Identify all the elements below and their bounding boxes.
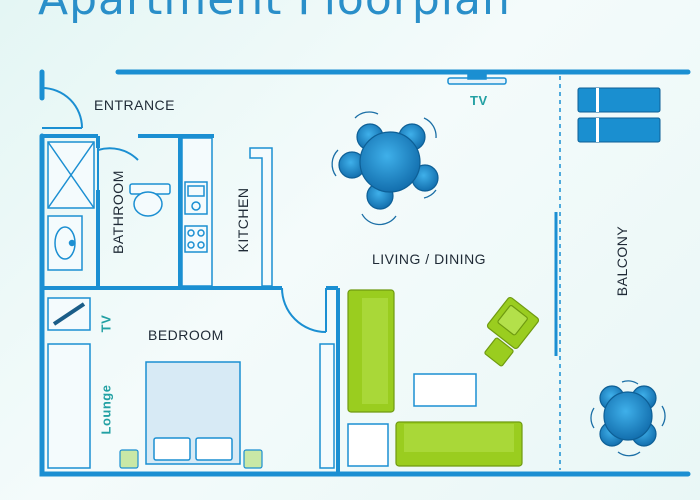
balcony-table — [599, 385, 657, 447]
wardrobe — [319, 343, 335, 469]
dining-motion-lines — [331, 111, 437, 226]
sofa-bottom — [395, 421, 523, 467]
armchair — [484, 296, 540, 367]
tv-bedroom-icon — [47, 297, 91, 331]
bathroom-door[interactable] — [97, 147, 139, 190]
room-label-kitchen: KITCHEN — [235, 187, 251, 253]
tv-living-label: TV — [470, 93, 488, 108]
coffee-table — [413, 373, 477, 407]
bed — [145, 361, 241, 465]
balcony-loungers — [577, 87, 661, 143]
side-table — [347, 423, 389, 467]
tv-living-icon — [447, 74, 507, 85]
interior-walls — [42, 134, 340, 474]
room-label-bedroom: BEDROOM — [148, 327, 224, 343]
nightstand-right — [243, 449, 263, 469]
page-title: Apartment Floorplan — [38, 0, 511, 25]
room-label-entrance: ENTRANCE — [94, 97, 176, 113]
stove — [184, 225, 208, 253]
room-label-living: LIVING / DINING — [372, 251, 487, 267]
kitchen-island — [249, 147, 273, 287]
room-label-bathroom: BATHROOM — [110, 170, 126, 254]
outer-walls — [39, 69, 691, 477]
shower — [47, 141, 95, 209]
balcony-divider — [554, 76, 561, 470]
room-label-balcony: BALCONY — [614, 225, 630, 297]
toilet — [129, 183, 171, 217]
balcony-motion-lines — [590, 380, 666, 457]
kitchen-sink — [184, 181, 208, 215]
entrance-door[interactable] — [41, 87, 83, 129]
sofa-left — [347, 289, 395, 413]
nightstand-left — [119, 449, 139, 469]
dining-table — [338, 123, 439, 210]
lounge-sofa — [47, 343, 91, 469]
bedroom-door[interactable] — [281, 287, 327, 333]
sink — [47, 215, 83, 271]
tv-bedroom-label: TV — [98, 314, 114, 333]
lounge-label: Lounge — [98, 384, 114, 435]
